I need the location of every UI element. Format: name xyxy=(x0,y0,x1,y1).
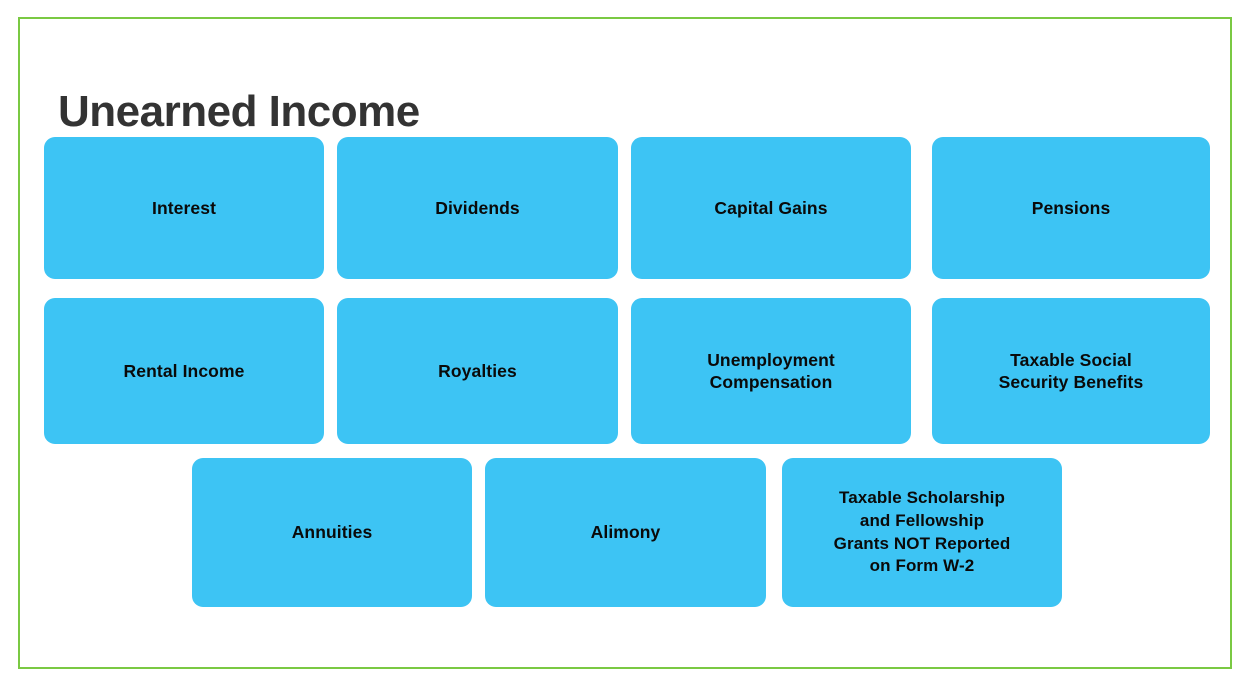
tile-rental-income[interactable]: Rental Income xyxy=(44,298,324,444)
tile-label: Royalties xyxy=(438,360,517,381)
tile-label: Alimony xyxy=(590,522,661,543)
tile-label: Pensions xyxy=(1031,197,1111,218)
tile-label: Dividends xyxy=(435,197,520,218)
tile-royalties[interactable]: Royalties xyxy=(337,298,618,444)
tile-label: Annuities xyxy=(291,522,373,543)
tile-interest[interactable]: Interest xyxy=(44,137,324,279)
tile-pensions[interactable]: Pensions xyxy=(932,137,1210,279)
tile-label: Capital Gains xyxy=(714,197,828,218)
tile-capital-gains[interactable]: Capital Gains xyxy=(631,137,911,279)
tile-label: Taxable Scholarship and Fellowship Grant… xyxy=(833,488,1011,576)
tile-label: Rental Income xyxy=(123,360,245,381)
slide-frame: Unearned Income Interest Dividends Capit… xyxy=(18,17,1232,669)
unearned-income-tile-grid: Interest Dividends Capital Gains Pension… xyxy=(20,19,1234,671)
tile-label: Interest xyxy=(151,197,216,218)
tile-taxable-scholarship-grants[interactable]: Taxable Scholarship and Fellowship Grant… xyxy=(782,458,1062,607)
tile-unemployment-compensation[interactable]: Unemployment Compensation xyxy=(631,298,911,444)
tile-label: Taxable Social Security Benefits xyxy=(998,349,1144,392)
tile-dividends[interactable]: Dividends xyxy=(337,137,618,279)
tile-label: Unemployment Compensation xyxy=(707,349,835,392)
tile-annuities[interactable]: Annuities xyxy=(192,458,472,607)
tile-taxable-social-security-benefits[interactable]: Taxable Social Security Benefits xyxy=(932,298,1210,444)
tile-alimony[interactable]: Alimony xyxy=(485,458,766,607)
page-title: Unearned Income xyxy=(58,87,420,137)
